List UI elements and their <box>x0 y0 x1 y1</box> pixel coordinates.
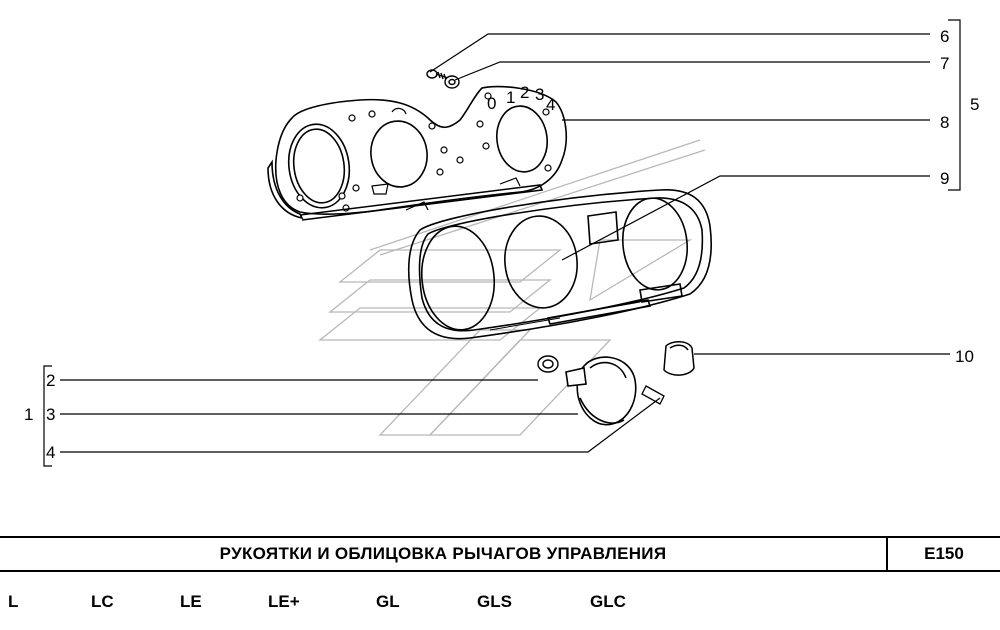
version-le-plus: LE+ <box>268 592 300 611</box>
dial-mark-0: 0 <box>487 94 496 113</box>
callout-2: 2 <box>46 371 55 390</box>
version-gl: GL <box>376 592 400 611</box>
drawing-code: E150 <box>886 538 1000 570</box>
drawing-title: РУКОЯТКИ И ОБЛИЦОВКА РЫЧАГОВ УПРАВЛЕНИЯ <box>219 544 667 563</box>
version-gls: GLS <box>477 592 512 611</box>
button-part-10 <box>663 341 695 376</box>
dial-mark-1: 1 <box>506 88 515 107</box>
version-lc: LC <box>91 592 114 611</box>
callout-5: 5 <box>970 95 979 114</box>
parts-diagram: 0 1 2 3 4 <box>24 19 979 467</box>
title-block: РУКОЯТКИ И ОБЛИЦОВКА РЫЧАГОВ УПРАВЛЕНИЯ … <box>0 536 1000 572</box>
dial-mark-2: 2 <box>520 83 529 102</box>
washer-part-7 <box>444 75 460 89</box>
leader-lines <box>43 19 961 467</box>
dial-mark-3: 3 <box>535 85 544 104</box>
callout-10: 10 <box>955 347 974 366</box>
pin-part-4 <box>641 385 665 405</box>
bezel-housing-part-9 <box>407 189 712 340</box>
version-glc: GLC <box>590 592 626 611</box>
callout-7: 7 <box>940 54 949 73</box>
dial-mark-4: 4 <box>546 95 555 114</box>
version-le: LE <box>180 592 202 611</box>
callout-4: 4 <box>46 443 55 462</box>
callout-6: 6 <box>940 27 949 46</box>
callout-8: 8 <box>940 113 949 132</box>
front-panel-part-8 <box>267 85 568 221</box>
cap-part-2 <box>537 355 559 373</box>
callout-9: 9 <box>940 169 949 188</box>
screw-part-6 <box>426 69 449 81</box>
version-l: L <box>8 592 19 611</box>
callout-1: 1 <box>24 405 33 424</box>
callout-3: 3 <box>46 405 55 424</box>
knob-part-3 <box>565 356 637 426</box>
trim-versions: L LC LE LE+ GL GLS GLC <box>0 588 1000 616</box>
